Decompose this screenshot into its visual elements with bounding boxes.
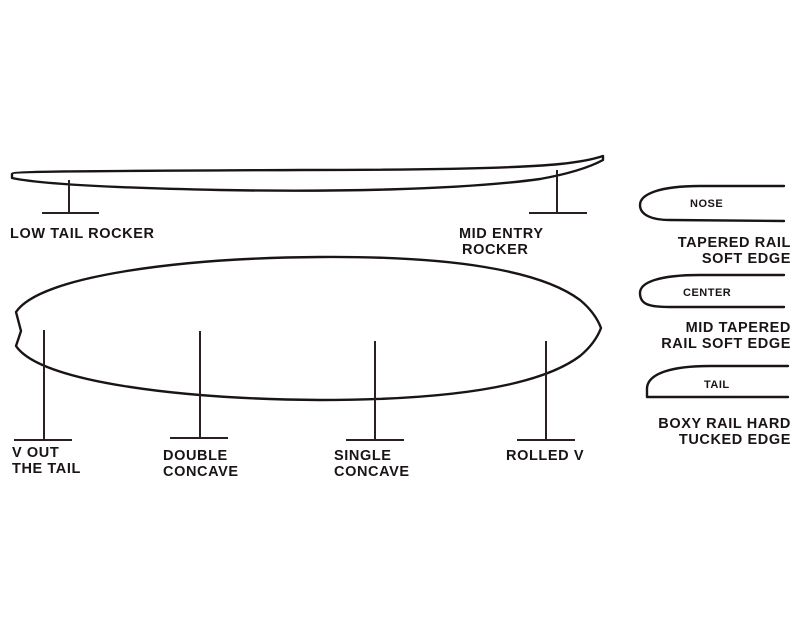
nose-rail-label: TAPERED RAIL SOFT EDGE: [678, 235, 791, 267]
v-out-tail-line1: V OUT: [12, 445, 60, 461]
nose-tag: NOSE: [690, 198, 724, 210]
tail-tag: TAIL: [704, 379, 730, 391]
v-out-tail-line2: THE TAIL: [12, 461, 81, 477]
nose-rail-line1: TAPERED RAIL: [677, 235, 791, 251]
board-side-profile: [10, 154, 605, 192]
board-outline: [14, 255, 603, 402]
tail-rail-line1: BOXY RAIL HARD: [658, 416, 791, 432]
tail-rail-shape: [645, 364, 790, 399]
double-concave-line1: DOUBLE: [163, 448, 228, 464]
tail-rail-line2: TUCKED EDGE: [678, 432, 791, 448]
center-rail-shape: [638, 273, 786, 309]
single-concave-line1: SINGLE: [334, 448, 392, 464]
single-concave-line2: CONCAVE: [334, 464, 410, 480]
v-out-tail-label: V OUT THE TAIL: [12, 445, 81, 477]
center-rail-line1: MID TAPERED: [685, 320, 791, 336]
nose-rail-line2: SOFT EDGE: [701, 251, 791, 267]
single-concave-label: SINGLE CONCAVE: [334, 448, 410, 480]
center-rail-line2: RAIL SOFT EDGE: [661, 336, 791, 352]
rolled-v-label: ROLLED V: [506, 448, 584, 464]
nose-rail-shape: [638, 184, 786, 223]
center-tag: CENTER: [683, 287, 732, 299]
mid-entry-rocker-label: MID ENTRY ROCKER: [459, 226, 544, 258]
double-concave-label: DOUBLE CONCAVE: [163, 448, 239, 480]
mid-entry-rocker-line1: MID ENTRY: [459, 226, 544, 242]
double-concave-line2: CONCAVE: [163, 464, 239, 480]
rolled-v-text: ROLLED V: [506, 448, 585, 464]
tail-rail-label: BOXY RAIL HARD TUCKED EDGE: [658, 416, 791, 448]
low-tail-rocker-label: LOW TAIL ROCKER: [10, 226, 155, 242]
low-tail-rocker-text: LOW TAIL ROCKER: [10, 226, 155, 242]
center-rail-label: MID TAPERED RAIL SOFT EDGE: [661, 320, 791, 352]
mid-entry-rocker-line2: ROCKER: [462, 242, 529, 258]
